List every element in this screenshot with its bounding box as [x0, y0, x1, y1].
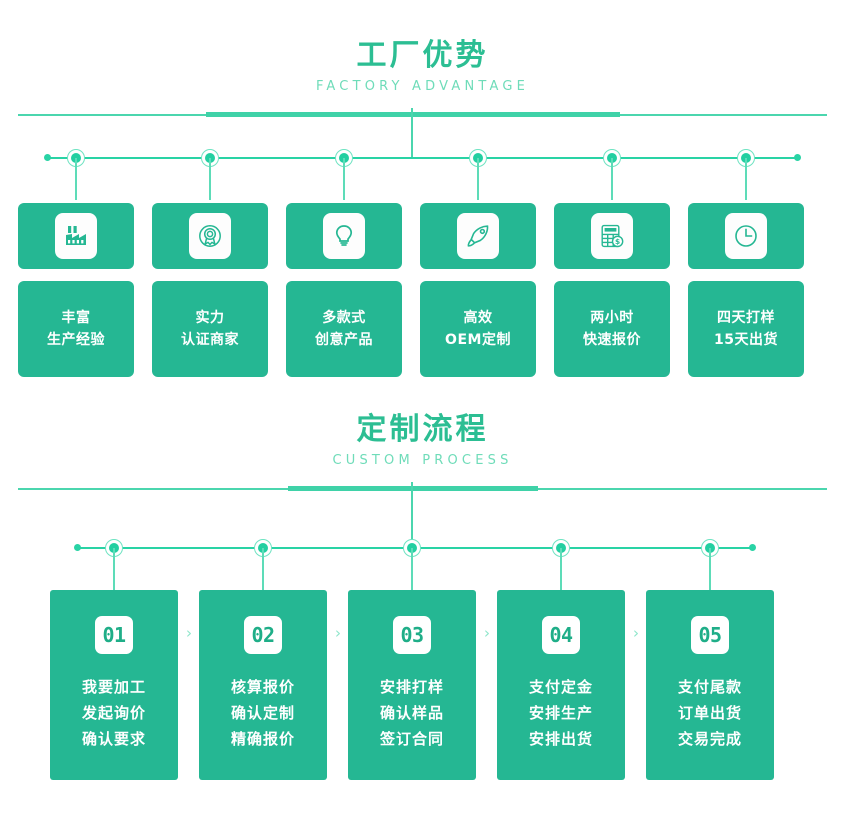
process-connector [0, 482, 845, 592]
process-divider-rule [0, 486, 845, 492]
process-stem [113, 548, 115, 590]
process-step-line1: 我要加工 [81, 678, 146, 696]
advantage-stem [343, 158, 345, 200]
process-title-en: CUSTOM PROCESS [332, 453, 513, 468]
advantage-icon-box-4[interactable] [420, 203, 536, 269]
advantage-section-header: 工厂优势 FACTORY ADVANTAGE [0, 36, 845, 98]
process-separator-chevron-2: › [335, 624, 341, 642]
process-step-text: 我要加工 发起询价 确认要求 [82, 674, 146, 752]
advantage-icon-box-2[interactable] [152, 203, 268, 269]
lightbulb-icon [323, 213, 365, 259]
process-step-line3: 精确报价 [230, 730, 295, 748]
advantage-label-line2: OEM定制 [445, 332, 511, 348]
process-step-text: 支付定金 安排生产 安排出货 [529, 674, 593, 752]
advantage-text-box-4[interactable]: 高效 OEM定制 [420, 281, 536, 377]
calculator-money-icon: $ [591, 213, 633, 259]
process-stem [560, 548, 562, 590]
advantage-drop-line [411, 108, 413, 158]
process-step-line2: 确认样品 [379, 704, 444, 722]
process-step-number: 05 [691, 616, 729, 654]
advantage-text-box-2[interactable]: 实力 认证商家 [152, 281, 268, 377]
advantage-label-line1: 两小时 [590, 310, 634, 326]
process-step-text: 核算报价 确认定制 精确报价 [231, 674, 295, 752]
process-card-3[interactable]: 03 安排打样 确认样品 签订合同 [348, 590, 476, 780]
divider-thick-accent [288, 486, 538, 491]
advantage-axis-cap-right [794, 154, 801, 161]
process-axis-cap-right [749, 544, 756, 551]
process-step-line2: 订单出货 [677, 704, 742, 722]
process-axis-cap-left [74, 544, 81, 551]
advantage-stem [611, 158, 613, 200]
advantage-label-line2: 快速报价 [583, 332, 641, 348]
process-stem [262, 548, 264, 590]
advantage-text-box-1[interactable]: 丰富 生产经验 [18, 281, 134, 377]
process-step-line2: 发起询价 [81, 704, 146, 722]
process-card-4[interactable]: 04 支付定金 安排生产 安排出货 [497, 590, 625, 780]
process-section-header: 定制流程 CUSTOM PROCESS [0, 410, 845, 472]
award-badge-icon [189, 213, 231, 259]
advantage-icon-box-5[interactable]: $ [554, 203, 670, 269]
process-step-line3: 签订合同 [379, 730, 444, 748]
advantage-label-line1: 丰富 [61, 310, 91, 326]
advantage-text-box-6[interactable]: 四天打样 15天出货 [688, 281, 804, 377]
advantage-text-box-3[interactable]: 多款式 创意产品 [286, 281, 402, 377]
process-title-cn: 定制流程 [356, 412, 489, 447]
process-step-number: 02 [244, 616, 282, 654]
process-separator-chevron-4: › [633, 624, 639, 642]
process-stem [709, 548, 711, 590]
advantage-label-line1: 高效 [463, 310, 493, 326]
process-separator-chevron-1: › [186, 624, 192, 642]
advantage-stem [75, 158, 77, 200]
divider-thick-accent [206, 112, 620, 117]
process-step-text: 安排打样 确认样品 签订合同 [380, 674, 444, 752]
advantage-label-line1: 四天打样 [717, 310, 775, 326]
advantage-connector [0, 108, 845, 214]
process-step-line2: 确认定制 [230, 704, 295, 722]
advantage-icon-box-3[interactable] [286, 203, 402, 269]
process-card-2[interactable]: 02 核算报价 确认定制 精确报价 [199, 590, 327, 780]
rocket-icon [457, 213, 499, 259]
process-step-line2: 安排生产 [528, 704, 593, 722]
advantage-title-cn: 工厂优势 [356, 38, 489, 73]
process-step-number: 04 [542, 616, 580, 654]
process-drop-line [411, 482, 413, 548]
process-step-line1: 支付定金 [528, 678, 593, 696]
advantage-stem [745, 158, 747, 200]
advantage-label-line1: 实力 [195, 310, 225, 326]
advantage-label-line2: 认证商家 [181, 332, 239, 348]
process-step-line3: 确认要求 [81, 730, 146, 748]
clock-icon [725, 213, 767, 259]
factory-icon [55, 213, 97, 259]
advantage-icon-box-6[interactable] [688, 203, 804, 269]
process-step-line1: 支付尾款 [677, 678, 742, 696]
process-card-5[interactable]: 05 支付尾款 订单出货 交易完成 [646, 590, 774, 780]
process-step-text: 支付尾款 订单出货 交易完成 [678, 674, 742, 752]
advantage-label-line1: 多款式 [322, 310, 366, 326]
process-step-line3: 交易完成 [677, 730, 742, 748]
process-step-number: 01 [95, 616, 133, 654]
advantage-label-line2: 生产经验 [47, 332, 105, 348]
advantage-stem [477, 158, 479, 200]
advantage-divider-rule [0, 112, 845, 118]
advantage-icon-box-1[interactable] [18, 203, 134, 269]
advantage-text-box-5[interactable]: 两小时 快速报价 [554, 281, 670, 377]
advantage-axis-line [46, 157, 799, 159]
process-card-1[interactable]: 01 我要加工 发起询价 确认要求 [50, 590, 178, 780]
svg-text:$: $ [615, 237, 620, 246]
advantage-title-en: FACTORY ADVANTAGE [315, 79, 530, 94]
process-step-line1: 核算报价 [230, 678, 295, 696]
process-stem [411, 548, 413, 590]
process-step-number: 03 [393, 616, 431, 654]
advantage-label-line2: 15天出货 [714, 332, 778, 348]
advantage-axis-cap-left [44, 154, 51, 161]
process-separator-chevron-3: › [484, 624, 490, 642]
process-step-line1: 安排打样 [379, 678, 444, 696]
advantage-stem [209, 158, 211, 200]
process-step-line3: 安排出货 [528, 730, 593, 748]
advantage-label-line2: 创意产品 [315, 332, 373, 348]
